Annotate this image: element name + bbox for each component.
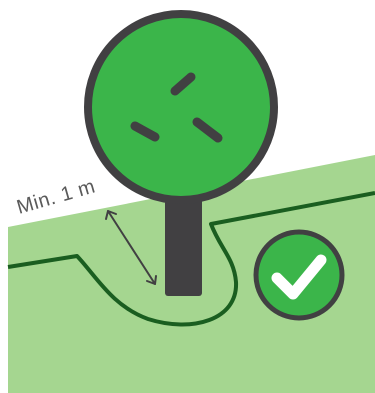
tree-canopy	[88, 14, 274, 200]
checkmark-icon	[256, 232, 342, 318]
tree-trunk	[165, 190, 202, 296]
